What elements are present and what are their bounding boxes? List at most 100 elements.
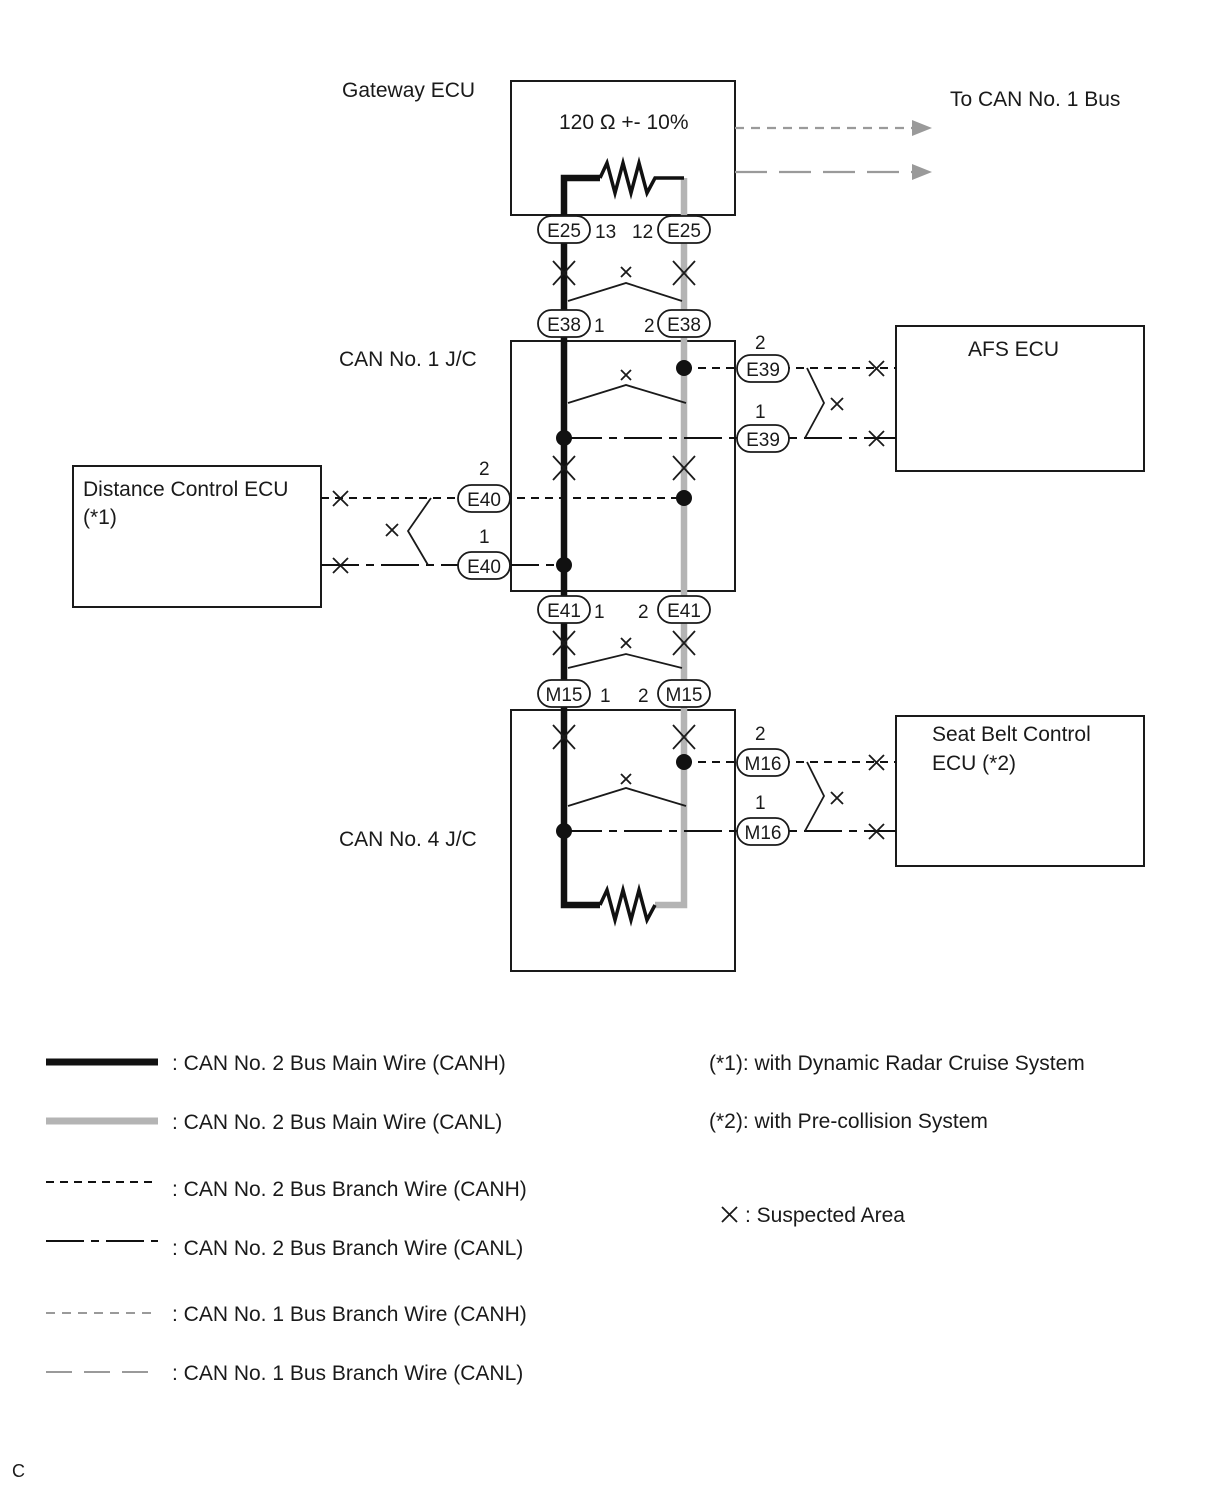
note-suspected-area: : Suspected Area [745, 1204, 905, 1227]
short-between-wires-icon [804, 367, 844, 439]
can1-jc-box [510, 340, 736, 592]
svg-text:E39: E39 [746, 360, 780, 381]
suspected-area-x-icon [552, 260, 576, 286]
connector-e38-canh: E38 [537, 309, 591, 338]
pin-number: 1 [594, 316, 605, 337]
connector-e38-canl: E38 [657, 309, 711, 338]
short-between-wires-icon [567, 637, 683, 669]
svg-text:M16: M16 [745, 754, 782, 775]
connector-e41-canh: E41 [537, 595, 591, 624]
can4-jc-label: CAN No. 4 J/C [339, 828, 477, 851]
seatbelt-ecu-label-1: Seat Belt Control [932, 723, 1091, 746]
pin-number: 1 [755, 793, 766, 814]
junction-dot [556, 557, 572, 573]
short-between-wires-icon [385, 497, 432, 566]
pin-number: 1 [479, 527, 490, 548]
pin-number: 2 [755, 333, 766, 354]
svg-text:M15: M15 [546, 685, 583, 706]
legend-can1-branch-canh: : CAN No. 1 Bus Branch Wire (CANH) [172, 1303, 527, 1326]
gateway-ecu-box [510, 80, 736, 216]
short-between-wires-icon [567, 369, 687, 404]
junction-dot [676, 360, 692, 376]
can1-canl-arrow-icon [912, 164, 932, 180]
pin-number: 12 [632, 222, 653, 243]
connector-e25-canh: E25 [537, 215, 591, 244]
suspected-area-x-icon [672, 724, 696, 750]
svg-text:E40: E40 [467, 557, 501, 578]
can1-canh-arrow-icon [912, 120, 932, 136]
junction-dot [556, 823, 572, 839]
connector-m16-canh: M16 [736, 748, 790, 777]
suspected-area-x-icon [552, 630, 576, 656]
distance-ecu-label-1: Distance Control ECU [83, 478, 288, 501]
pin-number: 2 [479, 459, 490, 480]
connector-e41-canl: E41 [657, 595, 711, 624]
pin-number: 1 [594, 602, 605, 623]
to-can1-bus-label: To CAN No. 1 Bus [950, 88, 1120, 111]
legend-can1-branch-canl: : CAN No. 1 Bus Branch Wire (CANL) [172, 1362, 523, 1385]
afs-ecu-box [895, 325, 1145, 472]
connector-m15-canl: M15 [657, 679, 711, 708]
suspected-area-legend-x-icon [721, 1206, 738, 1223]
junction-dot [676, 490, 692, 506]
pin-number: 1 [600, 686, 611, 707]
svg-text:E38: E38 [667, 315, 701, 336]
svg-text:E25: E25 [547, 221, 581, 242]
connector-e40-canh: E40 [457, 484, 511, 513]
svg-text:E41: E41 [667, 601, 701, 622]
distance-ecu-label-2: (*1) [83, 506, 117, 529]
gateway-resistor-label: 120 Ω +- 10% [559, 111, 689, 134]
note-pre-collision: (*2): with Pre-collision System [709, 1110, 988, 1133]
seat-belt-control-ecu-box [895, 715, 1145, 867]
can1-jc-label: CAN No. 1 J/C [339, 348, 477, 371]
corner-label: C [12, 1461, 25, 1481]
suspected-area-x-icon [868, 430, 885, 447]
seatbelt-ecu-label-2: ECU (*2) [932, 752, 1016, 775]
connector-m16-canl: M16 [736, 817, 790, 846]
pin-number: 1 [755, 402, 766, 423]
afs-ecu-label: AFS ECU [968, 338, 1059, 361]
gateway-ecu-label: Gateway ECU [342, 79, 475, 102]
can4-resistor-icon [598, 883, 657, 927]
pin-number: 2 [638, 686, 649, 707]
suspected-area-x-icon [868, 823, 885, 840]
svg-text:E40: E40 [467, 490, 501, 511]
legend-can2-main-canl: : CAN No. 2 Bus Main Wire (CANL) [172, 1111, 502, 1134]
suspected-area-x-icon [672, 455, 696, 481]
legend-can2-branch-canh: : CAN No. 2 Bus Branch Wire (CANH) [172, 1178, 527, 1201]
svg-text:E38: E38 [547, 315, 581, 336]
legend-can2-main-canh: : CAN No. 2 Bus Main Wire (CANH) [172, 1052, 506, 1075]
suspected-area-x-icon [552, 724, 576, 750]
can2-main-canh-wire [560, 174, 600, 909]
svg-text:E25: E25 [667, 221, 701, 242]
can2-main-canl-wire [655, 178, 688, 909]
svg-text:M16: M16 [745, 823, 782, 844]
svg-text:M15: M15 [666, 685, 703, 706]
svg-text:E41: E41 [547, 601, 581, 622]
pin-number: 2 [644, 316, 655, 337]
pin-number: 13 [595, 222, 616, 243]
suspected-area-x-icon [672, 630, 696, 656]
connector-e39-canh: E39 [736, 354, 790, 383]
can4-jc-box [510, 709, 736, 972]
short-between-wires-icon [567, 773, 687, 807]
note-dynamic-radar: (*1): with Dynamic Radar Cruise System [709, 1052, 1085, 1075]
gateway-resistor-icon [598, 156, 684, 200]
connector-m15-canh: M15 [537, 679, 591, 708]
connector-e39-canl: E39 [736, 424, 790, 453]
suspected-area-x-icon [552, 455, 576, 481]
connector-e40-canl: E40 [457, 551, 511, 580]
suspected-area-x-icon [672, 260, 696, 286]
svg-text:E39: E39 [746, 430, 780, 451]
short-between-wires-icon [567, 266, 683, 302]
pin-number: 2 [755, 724, 766, 745]
junction-dot [556, 430, 572, 446]
suspected-area-x-icon [332, 490, 349, 507]
junction-dot [676, 754, 692, 770]
suspected-area-x-icon [332, 557, 349, 574]
distance-control-ecu-box [72, 465, 322, 608]
legend-can2-branch-canl: : CAN No. 2 Bus Branch Wire (CANL) [172, 1237, 523, 1260]
connector-e25-canl: E25 [657, 215, 711, 244]
pin-number: 2 [638, 602, 649, 623]
